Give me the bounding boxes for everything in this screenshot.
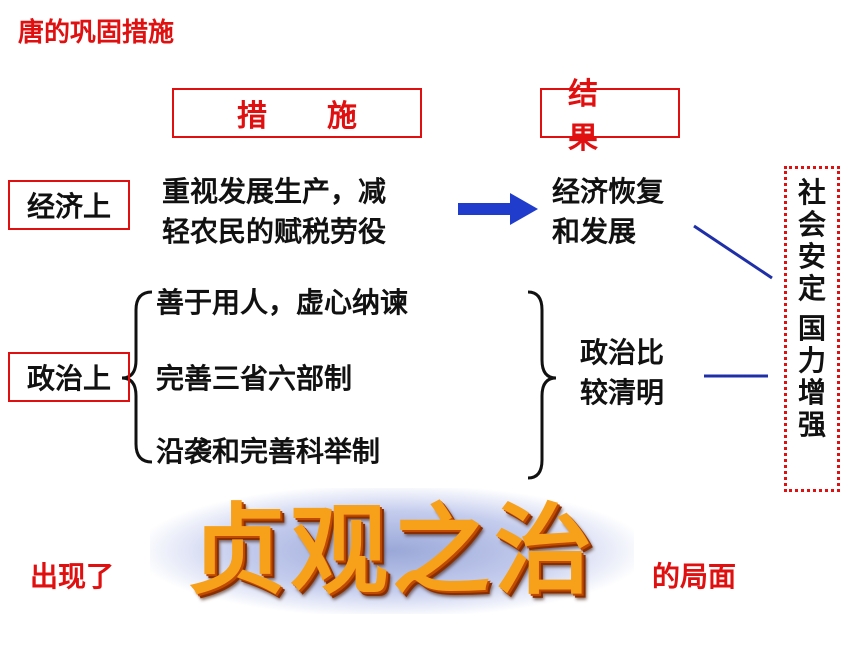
political-measure-3: 沿袭和完善科举制 bbox=[156, 435, 381, 468]
overall-outcome-box: 社会安定 国力增强 bbox=[784, 166, 840, 492]
political-category-label: 政治上 bbox=[26, 362, 111, 395]
bottom-suffix: 的局面 bbox=[652, 560, 737, 593]
arrow-right-icon bbox=[458, 193, 538, 225]
economic-measure-line1: 重视发展生产，减 bbox=[162, 175, 387, 208]
highlight-text: 贞观之治 bbox=[187, 493, 596, 608]
result-header-label: 结果 bbox=[568, 77, 624, 156]
left-brace bbox=[121, 290, 153, 464]
economic-measure-line2: 轻农民的赋税劳役 bbox=[162, 215, 387, 248]
highlight-banner: 贞观之治 bbox=[150, 488, 634, 614]
economic-category: 经济上 bbox=[8, 180, 130, 230]
right-brace bbox=[527, 290, 557, 480]
economic-result-line1: 经济恢复 bbox=[552, 175, 665, 208]
economic-result: 经济恢复 和发展 bbox=[552, 172, 664, 252]
measures-header: 措施 bbox=[172, 88, 422, 138]
bottom-prefix: 出现了 bbox=[30, 560, 115, 593]
overall-outcome-part2: 国力增强 bbox=[797, 312, 826, 441]
political-measure-2: 完善三省六部制 bbox=[156, 362, 353, 395]
measures-header-label: 措施 bbox=[237, 99, 417, 134]
econ-connector-line bbox=[693, 224, 773, 280]
political-category: 政治上 bbox=[8, 352, 130, 402]
page-title: 唐的巩固措施 bbox=[18, 18, 175, 48]
political-result: 政治比 较清明 bbox=[580, 333, 664, 413]
overall-outcome-part1: 社会安定 bbox=[797, 176, 826, 305]
economic-category-label: 经济上 bbox=[26, 190, 111, 223]
result-header: 结果 bbox=[540, 77, 680, 156]
political-result-line1: 政治比 bbox=[580, 336, 665, 369]
economic-result-line2: 和发展 bbox=[552, 215, 637, 248]
economic-measure: 重视发展生产，减 轻农民的赋税劳役 bbox=[162, 172, 386, 252]
political-measure-1: 善于用人，虚心纳谏 bbox=[156, 286, 409, 319]
political-result-line2: 较清明 bbox=[580, 376, 665, 409]
